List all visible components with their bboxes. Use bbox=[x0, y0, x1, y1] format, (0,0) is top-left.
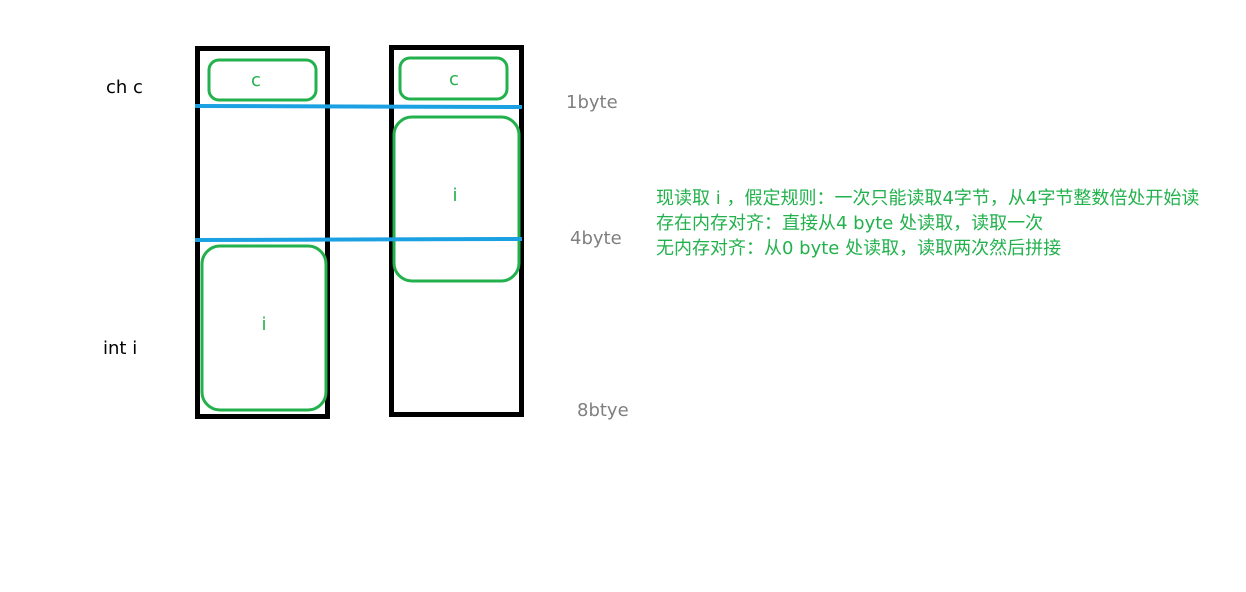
note-line-3: 无内存对齐：从0 byte 处读取，读取两次然后拼接 bbox=[656, 238, 1062, 259]
right-int-cell bbox=[392, 115, 521, 283]
left-int-cell bbox=[200, 244, 328, 412]
right-char-cell bbox=[398, 56, 509, 101]
label-ch-c: ch c bbox=[106, 77, 143, 98]
left-int-cell-label: i bbox=[261, 314, 267, 335]
left-char-cell bbox=[207, 58, 318, 102]
right-char-cell-label: c bbox=[449, 69, 459, 90]
left-char-cell-label: c bbox=[251, 70, 261, 91]
note-line-1: 现读取 i ，假定规则：一次只能读取4字节，从4字节整数倍处开始读 bbox=[656, 188, 1200, 209]
note-line-2: 存在内存对齐：直接从4 byte 处读取，读取一次 bbox=[656, 213, 1044, 234]
divider-4byte bbox=[194, 237, 523, 242]
marker-8byte: 8btye bbox=[577, 400, 629, 421]
label-int-i: int i bbox=[103, 338, 138, 359]
divider-1byte bbox=[194, 104, 523, 109]
explanation-note: 现读取 i ，假定规则：一次只能读取4字节，从4字节整数倍处开始读 存在内存对齐… bbox=[656, 186, 1199, 261]
marker-1byte: 1byte bbox=[566, 92, 618, 113]
left-memory-block bbox=[195, 46, 330, 419]
right-int-cell-label: i bbox=[452, 185, 458, 206]
marker-4byte: 4byte bbox=[570, 228, 622, 249]
right-memory-block bbox=[389, 45, 524, 417]
